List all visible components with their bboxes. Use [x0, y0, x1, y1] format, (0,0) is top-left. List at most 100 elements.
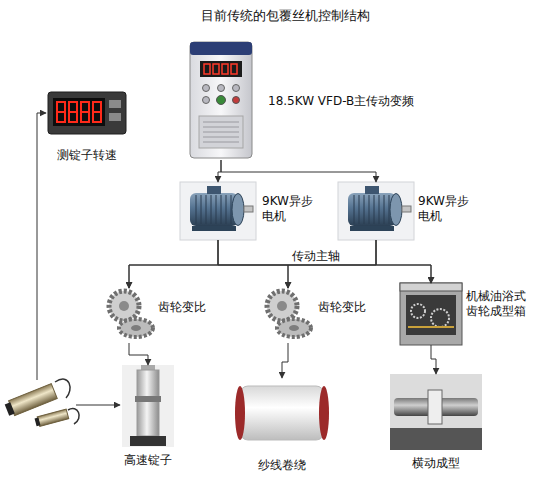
- bobbin-end: [319, 386, 329, 440]
- motor-feet: [350, 226, 394, 231]
- display-key: [109, 100, 121, 108]
- inverter-illustration: [190, 42, 252, 158]
- device-label: 纱线卷绕: [233, 458, 331, 473]
- signal-line: [76, 405, 120, 406]
- connector: [376, 240, 431, 283]
- device-label: 9KW异步 电机: [418, 194, 474, 224]
- inverter-key: [233, 85, 240, 92]
- traverse-base: [390, 428, 482, 450]
- connector: [218, 240, 431, 283]
- spindle-background: [122, 365, 174, 447]
- sensor-face: [35, 418, 41, 427]
- gearbox-gear: [431, 309, 449, 327]
- gearbox-gear: [411, 304, 425, 318]
- spindle-illustration: [122, 365, 174, 447]
- bobbin-body: [240, 386, 324, 440]
- signal-line: [37, 113, 46, 380]
- motor-end-cap: [232, 194, 244, 226]
- sensor-body: [9, 384, 58, 416]
- connector: [288, 240, 376, 288]
- bevel-gear-illustration: [267, 291, 311, 337]
- motor-terminal-box: [365, 186, 379, 194]
- motor-terminal-box: [207, 186, 221, 194]
- device-node: 测锭子转速: [48, 92, 126, 134]
- gear-hub: [277, 301, 287, 311]
- display-window: [53, 98, 105, 126]
- inverter-body: [190, 42, 252, 158]
- device-node: 齿轮变比: [258, 288, 318, 343]
- spindle-band: [135, 396, 161, 402]
- spindle-base: [130, 436, 166, 446]
- inverter-key: [217, 96, 226, 105]
- bobbin-illustration: [235, 386, 329, 440]
- sensor-body: [37, 409, 69, 426]
- gear-hub: [119, 301, 129, 311]
- motor-end-cap: [390, 194, 402, 226]
- traverse-illustration: [390, 374, 482, 450]
- gearbox-oil-line: [408, 326, 454, 328]
- device-label: 9KW异步 电机: [262, 194, 318, 224]
- display-key: [109, 113, 121, 121]
- motor-body: [348, 193, 396, 226]
- device-node: 高速锭子: [122, 365, 174, 447]
- motor-shaft: [402, 206, 411, 212]
- motor-illustration: [180, 182, 256, 240]
- connector: [282, 343, 288, 378]
- device-node: 机械油浴式 齿轮成型箱: [400, 283, 462, 345]
- gearbox-lid: [400, 283, 462, 291]
- inverter-key: [203, 85, 210, 92]
- device-label: 横动成型: [390, 456, 482, 471]
- motor-fins: [196, 195, 231, 224]
- connector: [218, 240, 288, 288]
- bevel-gear-illustration: [109, 291, 153, 337]
- device-node: 18.5KW VFD-B主传动变频: [188, 40, 254, 160]
- connector: [218, 160, 221, 182]
- gear-hub: [289, 325, 299, 331]
- bevel-gear: [277, 319, 311, 337]
- connector: [129, 343, 148, 365]
- sensor-face: [5, 402, 15, 415]
- inverter-cover: [199, 116, 243, 148]
- gearbox-illustration: [400, 283, 462, 345]
- display-body: [48, 92, 126, 134]
- inverter-logo-strip: [190, 42, 252, 55]
- gearbox-interior: [406, 295, 456, 335]
- device-node: 9KW异步 电机: [338, 182, 414, 240]
- device-node: 纱线卷绕: [233, 378, 331, 448]
- bevel-gear: [267, 291, 297, 321]
- inverter-key: [203, 97, 210, 104]
- shaft-label: 传动主轴: [292, 249, 340, 264]
- device-label: 高速锭子: [102, 453, 194, 468]
- motor-illustration: [338, 182, 414, 240]
- bevel-gear: [119, 319, 153, 337]
- sensor-cable: [55, 379, 79, 424]
- inverter-vents: [203, 122, 239, 142]
- device-label: 测锭子转速: [42, 148, 132, 163]
- device-label: 18.5KW VFD-B主传动变频: [268, 94, 448, 109]
- inverter-key: [233, 97, 240, 104]
- connector: [221, 160, 376, 182]
- traverse-guide: [428, 390, 442, 424]
- motor-frame: [180, 182, 256, 240]
- bevel-gear: [109, 291, 139, 321]
- inverter-display: [200, 61, 242, 77]
- connector: [129, 240, 218, 288]
- motor-frame: [338, 182, 414, 240]
- gear-hub: [131, 325, 141, 331]
- motor-body: [190, 193, 238, 226]
- diagram-title: 目前传统的包覆丝机控制结构: [140, 8, 430, 24]
- device-node: 9KW异步 电机: [180, 182, 256, 240]
- device-label: 齿轮变比: [318, 300, 380, 315]
- device-label: 机械油浴式 齿轮成型箱: [466, 289, 536, 319]
- device-node: 横动成型: [390, 374, 482, 450]
- traverse-background: [390, 374, 482, 450]
- connector: [431, 345, 436, 374]
- bobbin-end: [235, 386, 245, 440]
- gearbox-housing: [400, 283, 462, 345]
- device-node: 齿轮变比: [100, 288, 158, 343]
- device-label: 齿轮变比: [158, 300, 220, 315]
- motor-feet: [192, 226, 236, 231]
- spindle-body: [137, 370, 159, 436]
